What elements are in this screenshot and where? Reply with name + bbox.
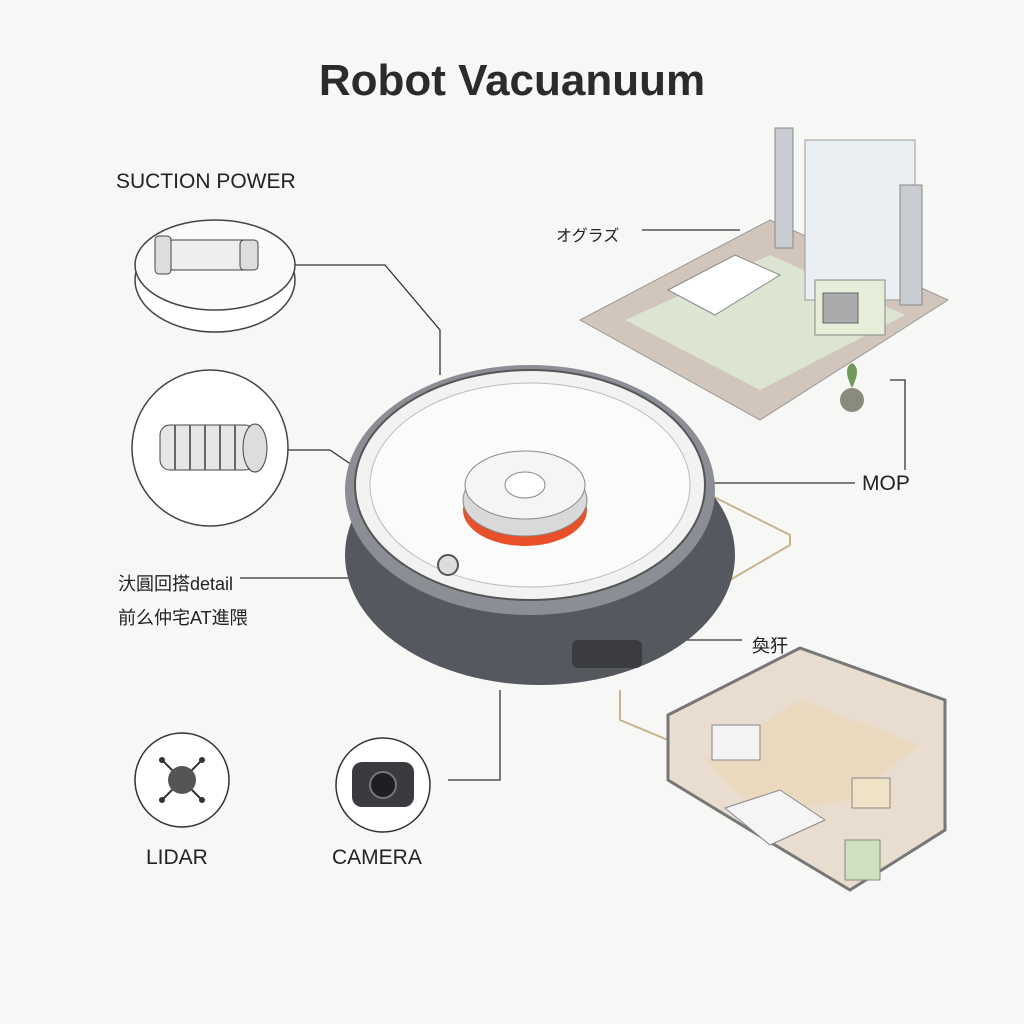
suction-motor-icon — [134, 219, 296, 333]
lidar-icon — [134, 732, 230, 828]
label-camera: CAMERA — [332, 846, 422, 869]
floor-plan-illustration — [666, 646, 947, 892]
dock-connectors — [619, 494, 791, 741]
label-lidar: LIDAR — [146, 846, 208, 869]
connector-lines — [240, 229, 906, 781]
bedroom-illustration — [578, 127, 950, 421]
brush-roller-icon — [131, 369, 289, 527]
label-mop: MOP — [862, 472, 910, 495]
label-room: オグラズ — [556, 228, 620, 245]
camera-icon — [335, 737, 431, 833]
robot-vacuum — [345, 365, 735, 685]
vent — [572, 640, 642, 668]
power-button-icon — [437, 554, 459, 576]
diagram-title: Robot Vacuanuum — [318, 56, 706, 105]
label-side-1: 汏圓回搭detail — [118, 574, 234, 594]
label-side-2: 前么仲宅AT進隈 — [118, 608, 248, 628]
label-floor: 奐犴 — [752, 636, 788, 656]
label-suction-power: SUCTION POWER — [116, 170, 296, 193]
